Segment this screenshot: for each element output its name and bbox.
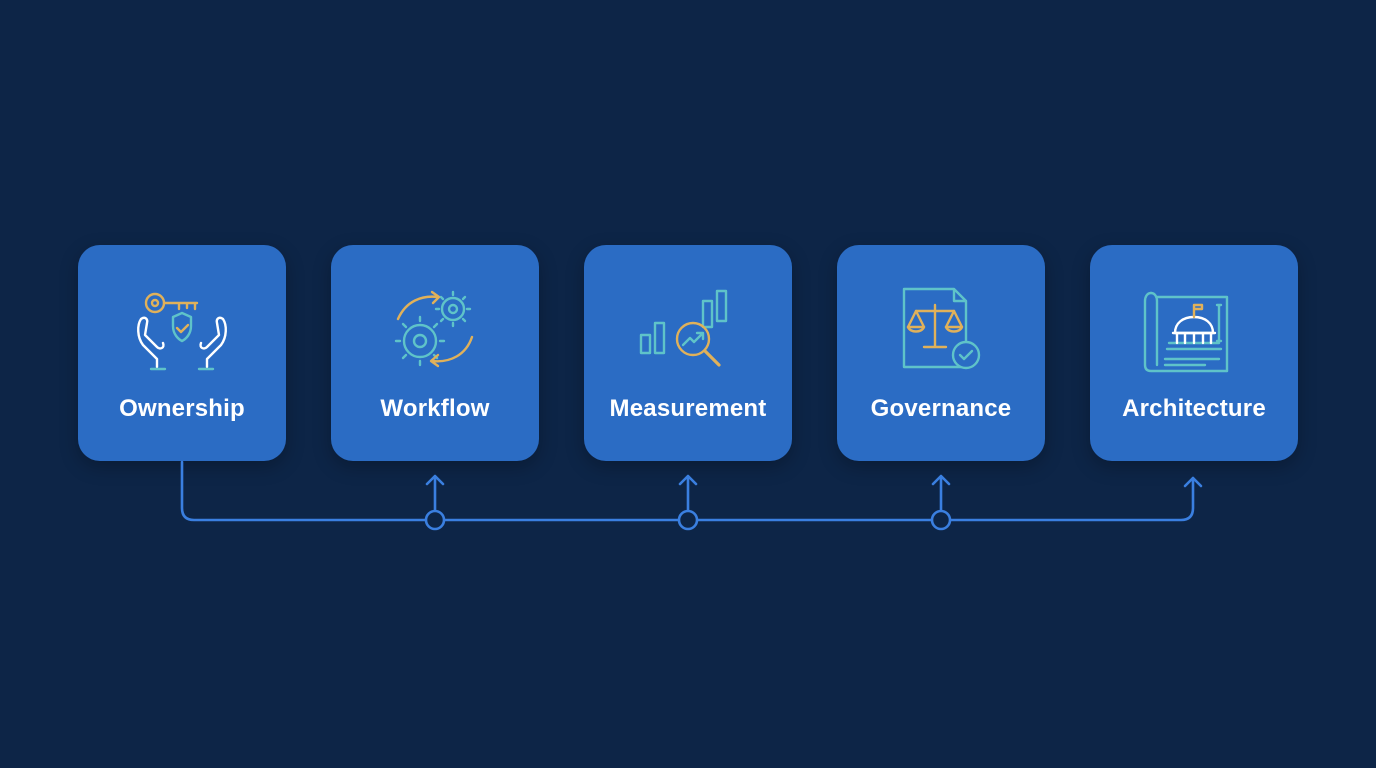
card-governance: Governance: [837, 245, 1045, 461]
connector-node: [424, 509, 446, 531]
connector-arrow-workflow: [425, 474, 445, 512]
card-label: Governance: [870, 395, 1012, 422]
blueprint-capitol-icon: [1143, 291, 1229, 373]
card-label: Ownership: [119, 395, 245, 422]
gears-cycle-icon: [394, 290, 474, 368]
connector-node: [677, 509, 699, 531]
connector-arrow-governance: [931, 474, 951, 512]
scales-document-check-icon: [902, 287, 981, 370]
connector-arrow-measurement: [678, 474, 698, 512]
chart-magnifier-icon: [639, 289, 728, 367]
hands-key-shield-icon: [137, 292, 227, 371]
card-label: Measurement: [609, 395, 767, 422]
connector-path: [180, 460, 1195, 522]
connector-arrow-architecture: [1183, 476, 1203, 488]
card-measurement: Measurement: [584, 245, 792, 461]
card-label: Architecture: [1122, 395, 1266, 422]
card-architecture: Architecture: [1090, 245, 1298, 461]
card-workflow: Workflow: [331, 245, 539, 461]
card-label: Workflow: [380, 395, 490, 422]
card-ownership: Ownership: [78, 245, 286, 461]
connector-node: [930, 509, 952, 531]
